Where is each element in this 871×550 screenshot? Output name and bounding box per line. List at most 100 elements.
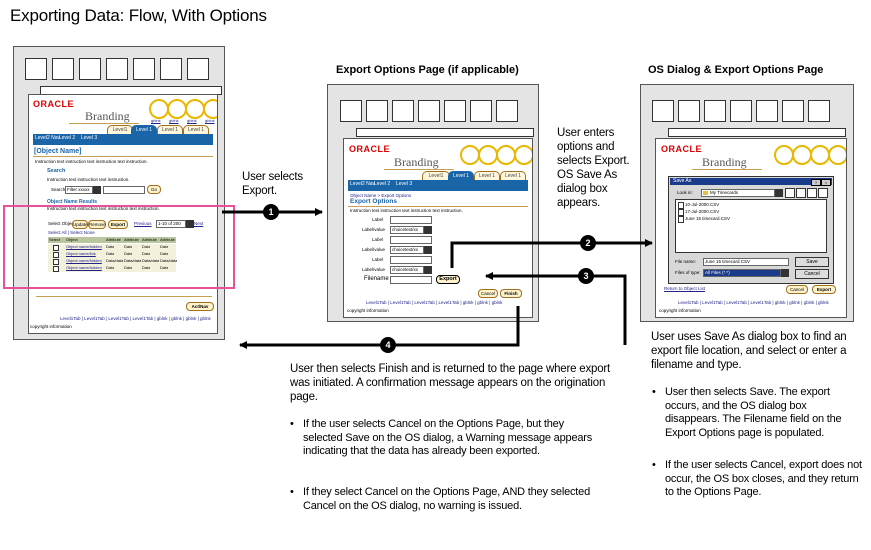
results-heading: Object Name Results: [47, 199, 98, 205]
file-list[interactable]: 10-Jul-2000.CSV 17-Jul-2000.CSV June 15 …: [675, 199, 827, 253]
row-checkbox[interactable]: [53, 245, 59, 251]
act-nav-button[interactable]: Act/Nav: [186, 302, 214, 311]
look-in-select[interactable]: My Timecards: [701, 189, 775, 197]
toolbar-button: [730, 100, 752, 122]
cancel-button[interactable]: Cancel: [786, 285, 808, 294]
option-text-field[interactable]: [390, 256, 432, 264]
global-link[interactable]: gblnk: [169, 118, 179, 123]
table-cell: Data: [106, 265, 115, 270]
row-checkbox[interactable]: [53, 252, 59, 258]
copyright: copyright information: [659, 308, 701, 313]
go-button[interactable]: Go: [147, 185, 161, 194]
return-link[interactable]: Return to Object List: [664, 286, 706, 291]
list-item[interactable]: 10-Jul-2000.CSV: [685, 202, 720, 207]
option-text-field[interactable]: [390, 236, 432, 244]
tab-level1-selected[interactable]: Level 1: [448, 171, 474, 180]
filename-field[interactable]: [390, 276, 432, 284]
global-icon[interactable]: [514, 145, 532, 165]
origination-page: ORACLE Branding gblnk gblnk gblnk gblnk …: [28, 94, 218, 334]
global-icon[interactable]: [203, 99, 217, 119]
toolbar-button: [704, 100, 726, 122]
tab-level1-selected[interactable]: Level 1: [131, 125, 157, 134]
up-folder-icon[interactable]: [785, 188, 795, 198]
option-select[interactable]: choicetext/xx: [390, 266, 424, 274]
row-checkbox[interactable]: [53, 259, 59, 265]
export-button[interactable]: Export: [436, 275, 460, 284]
nav-level3[interactable]: Level 3: [81, 135, 98, 141]
global-link[interactable]: gblnk: [205, 118, 215, 123]
search-input[interactable]: [103, 186, 145, 194]
dropdown-arrow-icon[interactable]: [93, 186, 101, 194]
toolbar-button: [79, 58, 101, 80]
global-icon[interactable]: [828, 145, 846, 165]
breadcrumb[interactable]: Object Name > Export Options: [350, 193, 412, 198]
table-body: [48, 244, 176, 272]
select-all-none-links[interactable]: Select All | Select None: [48, 230, 95, 235]
column-header: Attribute: [142, 237, 157, 242]
footer-links[interactable]: Level1Tab | Level1Tab | Level1Tab | Leve…: [60, 316, 211, 321]
nav-level2[interactable]: Level 2: [374, 181, 391, 187]
tab-level1[interactable]: Level 1: [474, 171, 500, 180]
footer-links[interactable]: Level1Tab | Level1Tab | Level1Tab | Leve…: [678, 300, 829, 305]
column-header: Attribute: [124, 237, 139, 242]
save-button[interactable]: Save: [795, 257, 829, 267]
dropdown-arrow-icon[interactable]: [775, 189, 783, 197]
range-select[interactable]: 1-10 of 200: [156, 220, 186, 228]
step-number-4: 4: [380, 337, 396, 353]
nav-level2[interactable]: Level2 Nav: [350, 181, 376, 187]
instruction-text: Instruction text instruction text instru…: [35, 159, 148, 164]
brand-rule: [69, 123, 139, 124]
step-number-1: 1: [263, 204, 279, 220]
dropdown-arrow-icon[interactable]: [424, 246, 432, 254]
secondary-nav-bar: [348, 180, 528, 191]
next-link[interactable]: Next: [194, 221, 204, 226]
nav-level2[interactable]: Level 2: [59, 135, 76, 141]
file-name-input[interactable]: June 15 timecard.CSV: [703, 258, 789, 266]
export-button[interactable]: Export: [812, 285, 836, 294]
brand-rule: [692, 169, 762, 170]
table-row-object[interactable]: Object name/hidden: [66, 244, 102, 249]
update-button[interactable]: Update: [72, 220, 88, 229]
nav-level2[interactable]: Level2 Nav: [35, 135, 61, 141]
table-header: [48, 237, 176, 243]
tab-level1[interactable]: Level 1: [500, 171, 526, 180]
table-row-object[interactable]: Object name/link: [66, 251, 96, 256]
table-row-object[interactable]: Object name/hidden: [66, 265, 102, 270]
dropdown-arrow-icon[interactable]: [186, 220, 194, 228]
dropdown-arrow-icon[interactable]: [424, 226, 432, 234]
list-item[interactable]: June 15 timecard.CSV: [685, 216, 731, 221]
file-type-select[interactable]: All Files (*.*): [703, 269, 781, 277]
tab-level1[interactable]: Level 1: [157, 125, 183, 134]
dialog-cancel-button[interactable]: Cancel: [795, 269, 829, 279]
list-view-icon[interactable]: [807, 188, 817, 198]
list-item[interactable]: 17-Jul-2000.CSV: [685, 209, 720, 214]
help-icon[interactable]: ?: [811, 179, 821, 186]
option-text-field[interactable]: [390, 216, 432, 224]
footer-rule: [36, 296, 212, 297]
dropdown-arrow-icon[interactable]: [781, 269, 789, 277]
option-select[interactable]: choicetext/xx: [390, 226, 424, 234]
option-label: Label/value: [362, 267, 386, 272]
option-label: Label/value: [362, 227, 386, 232]
remove-button[interactable]: Remove: [88, 220, 106, 229]
footer-links[interactable]: Level1Tab | Level1Tab | Level1Tab | Leve…: [366, 300, 503, 305]
tab-level1[interactable]: Level 1: [183, 125, 209, 134]
cancel-button[interactable]: Cancel: [478, 289, 498, 298]
finish-button[interactable]: Finish: [500, 289, 522, 298]
table-row-object[interactable]: Object name/hidden: [66, 258, 102, 263]
brand-rule: [384, 169, 454, 170]
search-filter-select[interactable]: Filter xxxxx: [65, 186, 93, 194]
previous-link[interactable]: Previous: [134, 221, 152, 226]
row-checkbox[interactable]: [53, 266, 59, 272]
dropdown-arrow-icon[interactable]: [424, 266, 432, 274]
option-select[interactable]: choicetext/xx: [390, 246, 424, 254]
step3-bullet-save: User then selects Save. The export occur…: [652, 386, 863, 440]
close-icon[interactable]: ×: [821, 179, 831, 186]
global-link[interactable]: gblnk: [151, 118, 161, 123]
global-link[interactable]: gblnk: [187, 118, 197, 123]
export-button[interactable]: Export: [108, 220, 128, 229]
details-view-icon[interactable]: [818, 188, 828, 198]
new-folder-icon[interactable]: [796, 188, 806, 198]
nav-level3[interactable]: Level 3: [396, 181, 413, 187]
filename-label: Filename: [364, 276, 389, 282]
